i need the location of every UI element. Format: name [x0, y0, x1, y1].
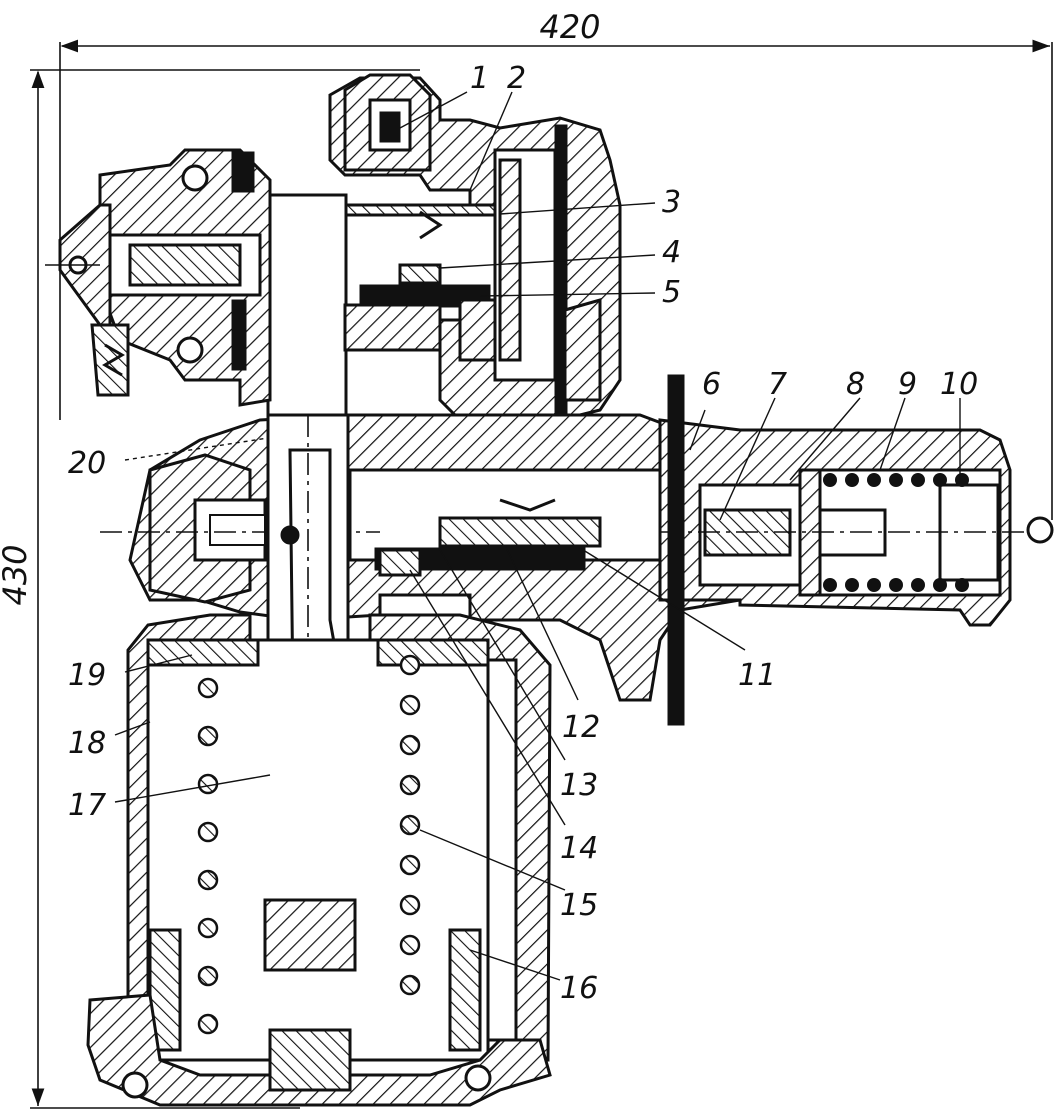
- width-dimension: 4 20: [59, 8, 1053, 520]
- height-dimension: 430: [0, 69, 420, 1109]
- spring-coil: [399, 654, 421, 676]
- upper-housing: [266, 73, 622, 422]
- callout-16: 16: [560, 971, 598, 1006]
- callout-5: 5: [662, 275, 681, 310]
- spring-coil: [399, 774, 421, 796]
- spring-coil: [197, 965, 219, 987]
- spring-coil: [197, 821, 219, 843]
- callout-12: 12: [562, 710, 600, 745]
- callout-1: 1: [470, 61, 489, 96]
- spring-coil: [933, 578, 947, 592]
- cylinder-spring: [823, 473, 969, 592]
- spring-coil: [911, 473, 925, 487]
- spring-coil: [197, 677, 219, 699]
- right-cylinder: [658, 374, 1054, 726]
- width-dimension-label: 420: [539, 8, 600, 46]
- spring-coil: [933, 473, 947, 487]
- spring-coil: [867, 578, 881, 592]
- callout-17: 17: [68, 788, 106, 823]
- callout-9: 9: [898, 367, 917, 402]
- callout-2: 2: [507, 61, 526, 96]
- spring-coil: [399, 814, 421, 836]
- spring-coil: [197, 725, 219, 747]
- callout-19: 19: [68, 658, 106, 693]
- spring-coil: [845, 578, 859, 592]
- spring-coil: [867, 473, 881, 487]
- callout-6: 6: [702, 367, 721, 402]
- spring-coil: [955, 578, 969, 592]
- callout-10: 10: [940, 367, 978, 402]
- callout-15: 15: [560, 888, 598, 923]
- spring-coil: [955, 473, 969, 487]
- callout-4: 4: [662, 235, 681, 270]
- spring-coil: [197, 869, 219, 891]
- callout-3: 3: [662, 185, 681, 220]
- spring-coil: [889, 473, 903, 487]
- callouts: 1 2 3 4 5 6 7 8 9 10 11 12 13 14 15 16 1…: [68, 61, 978, 1006]
- callout-8: 8: [846, 367, 865, 402]
- spring-coil: [399, 694, 421, 716]
- callout-14: 14: [560, 831, 598, 866]
- callout-13: 13: [560, 768, 598, 803]
- height-dimension-label: 430: [0, 544, 34, 605]
- spring-coil: [823, 473, 837, 487]
- spring-coil: [197, 917, 219, 939]
- spring-coils-right: [399, 654, 421, 996]
- spring-coil: [399, 854, 421, 876]
- callout-18: 18: [68, 726, 106, 761]
- callout-20: 20: [68, 446, 106, 481]
- spring-coil: [197, 1013, 219, 1035]
- spring-coil: [845, 473, 859, 487]
- spring-coil: [889, 578, 903, 592]
- callout-7: 7: [768, 367, 787, 402]
- spring-coil: [823, 578, 837, 592]
- callout-11: 11: [738, 658, 776, 693]
- spring-coil: [399, 734, 421, 756]
- spring-coil: [399, 934, 421, 956]
- spring-coil: [399, 974, 421, 996]
- spring-coil: [911, 578, 925, 592]
- spring-chamber: [86, 613, 552, 1107]
- left-control-unit: [45, 148, 272, 407]
- central-valve-body: [266, 193, 348, 417]
- spring-coil: [399, 894, 421, 916]
